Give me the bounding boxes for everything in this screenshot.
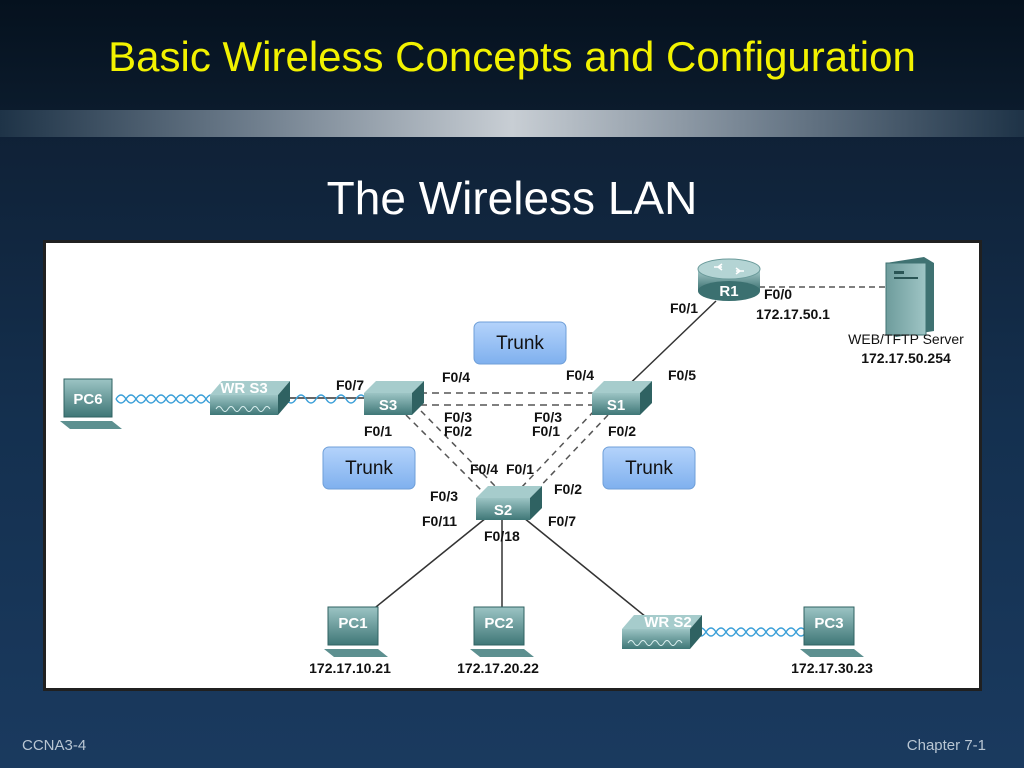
switch-s2: S2: [476, 486, 542, 520]
port-label: F0/2: [554, 481, 582, 497]
device-label-s3: S3: [379, 397, 397, 414]
pc-pc6: PC6: [60, 378, 122, 429]
port-label: F0/1: [670, 300, 698, 316]
device-label-wrs2: WR S2: [644, 614, 692, 631]
header-divider-bar: [0, 110, 1024, 137]
port-label: F0/7: [548, 513, 576, 529]
port-label: F0/3: [534, 409, 562, 425]
port-label: F0/11: [422, 513, 457, 529]
port-label: F0/4: [470, 461, 498, 477]
trunk-box-right: Trunk: [602, 446, 696, 490]
slide-title: Basic Wireless Concepts and Configuratio…: [108, 33, 916, 80]
pc1-ip: 172.17.10.21: [309, 660, 391, 676]
device-label-pc2: PC2: [484, 615, 513, 632]
wireless-router-wrs3: WR S3: [210, 380, 290, 415]
port-label: F0/7: [336, 377, 364, 393]
port-label: F0/3: [430, 488, 458, 504]
wireless-router-wrs2: WR S2: [622, 614, 702, 649]
device-label-r1: R1: [719, 283, 738, 300]
router-r1: R1: [697, 258, 761, 301]
trunk-label: Trunk: [496, 333, 544, 354]
device-label-s1: S1: [607, 397, 625, 414]
port-label: F0/3: [444, 409, 472, 425]
trunk-label: Trunk: [625, 458, 673, 479]
trunk-box-top: Trunk: [473, 321, 567, 365]
network-diagram-canvas: Trunk Trunk Trunk R1 WEB/TFTP Server 172…: [60, 257, 964, 676]
device-label-s2: S2: [494, 502, 512, 519]
slide-header: Basic Wireless Concepts and Configuratio…: [0, 0, 1024, 110]
link-s3-s2-a: [405, 414, 487, 496]
port-labels: F0/0 172.17.50.1 F0/1 F0/5 F0/4 F0/3 F0/…: [336, 286, 830, 544]
port-label: F0/2: [608, 423, 636, 439]
footer-course-label: CCNA3-4: [22, 737, 87, 754]
trunk-label: Trunk: [345, 458, 393, 479]
server-name: WEB/TFTP Server: [848, 331, 964, 347]
link-s2-wrs2: [523, 517, 647, 618]
pc-pc2: PC2 172.17.20.22: [457, 606, 539, 676]
r1-ip: 172.17.50.1: [756, 306, 830, 322]
device-label-pc6: PC6: [73, 391, 102, 408]
link-s1-s2-b: [531, 414, 609, 496]
port-label: F0/4: [442, 369, 470, 385]
link-s3-s2-b: [420, 410, 499, 490]
footer-chapter-label: Chapter 7-1: [906, 737, 986, 754]
slide-subtitle: The Wireless LAN: [326, 172, 698, 224]
port-label: F0/18: [484, 528, 520, 544]
link-s2-pc1: [365, 517, 487, 616]
port-label: F0/0: [764, 286, 792, 302]
pc-pc1: PC1 172.17.10.21: [309, 606, 391, 676]
device-label-pc3: PC3: [814, 615, 843, 632]
port-label: F0/4: [566, 367, 594, 383]
trunk-box-left: Trunk: [322, 446, 416, 490]
port-label: F0/5: [668, 367, 696, 383]
switch-s1: S1: [592, 381, 652, 415]
network-diagram: Trunk Trunk Trunk R1 WEB/TFTP Server 172…: [43, 240, 982, 691]
pc-pc3: PC3 172.17.30.23: [791, 606, 873, 676]
device-label-pc1: PC1: [338, 615, 367, 632]
server-ip: 172.17.50.254: [861, 350, 951, 366]
port-label: F0/2: [444, 423, 472, 439]
device-label-wrs3: WR S3: [220, 380, 268, 397]
link-s1-s2-a: [519, 410, 595, 490]
port-label: F0/1: [364, 423, 392, 439]
pc2-ip: 172.17.20.22: [457, 660, 539, 676]
port-label: F0/1: [532, 423, 560, 439]
wireless-link-pc3: [695, 627, 807, 637]
pc3-ip: 172.17.30.23: [791, 660, 873, 676]
links: [290, 286, 886, 618]
port-label: F0/1: [506, 461, 534, 477]
web-tftp-server: WEB/TFTP Server 172.17.50.254: [848, 257, 964, 366]
switch-s3: S3: [364, 381, 424, 415]
